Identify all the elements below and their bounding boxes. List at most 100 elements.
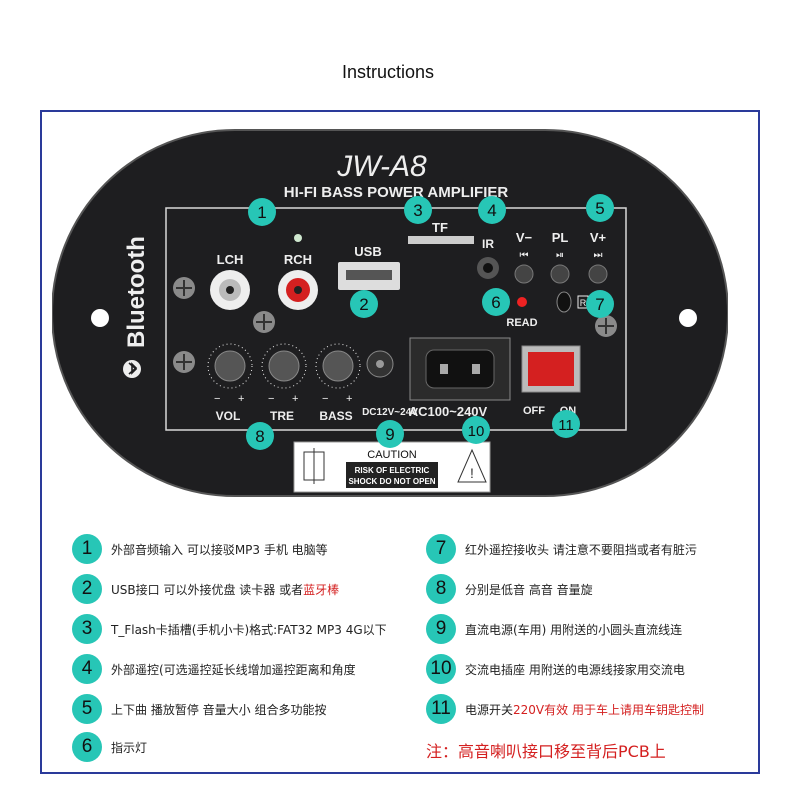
pl-button xyxy=(550,264,570,284)
svg-text:⏯: ⏯ xyxy=(556,250,564,261)
legend-text: 直流电源(车用) 用附送的小圆头直流线连 xyxy=(465,622,683,637)
legend-highlight: 蓝牙棒 xyxy=(303,582,340,597)
svg-text:4: 4 xyxy=(487,201,496,220)
legend-text: 交流电插座 用附送的电源线接家用交流电 xyxy=(465,662,685,677)
legend-number: 3 xyxy=(72,614,102,644)
legend-text: 指示灯 xyxy=(111,740,148,755)
tf-slot-icon xyxy=(408,236,474,244)
svg-text:!: ! xyxy=(470,465,474,481)
indicator-led-icon xyxy=(517,297,527,307)
legend-text: 电源开关 xyxy=(465,702,514,717)
legend-item: 6 指示灯 xyxy=(72,732,147,762)
marker-7: 7 xyxy=(586,290,614,318)
bass-knob-icon xyxy=(315,343,361,389)
legend-item: 4 外部遥控(可选遥控延长线增加遥控距离和角度 xyxy=(72,654,356,684)
legend-number: 4 xyxy=(72,654,102,684)
tre-label: TRE xyxy=(270,409,294,423)
svg-text:11: 11 xyxy=(558,417,574,434)
legend-item: 10 交流电插座 用附送的电源线接家用交流电 xyxy=(426,654,685,684)
svg-text:2: 2 xyxy=(359,295,368,314)
svg-text:8: 8 xyxy=(255,427,264,446)
exclamation-warning-icon xyxy=(457,448,487,483)
bass-label: BASS xyxy=(319,409,352,423)
screw-icon xyxy=(173,277,195,299)
legend-number: 5 xyxy=(72,694,102,724)
legend-number: 1 xyxy=(72,534,102,564)
vplus-label: V+ xyxy=(590,230,607,245)
ir-receiver-icon xyxy=(556,291,572,313)
ac-label: AC100~240V xyxy=(409,404,488,419)
legend-number: 11 xyxy=(426,694,456,724)
legend-item: 11 电源开关 220V有效 用于车上请用车钥匙控制 xyxy=(426,694,704,724)
warning-line-2: SHOCK DO NOT OPEN xyxy=(348,477,435,486)
model-label: JW-A8 xyxy=(336,150,427,183)
screw-icon xyxy=(173,351,195,373)
page-title: Instructions xyxy=(341,62,435,82)
marker-1: 1 xyxy=(248,198,276,226)
svg-text:+: + xyxy=(346,393,352,405)
vol-label: VOL xyxy=(216,409,241,423)
legend-item: 3 T_Flash卡插槽(手机小卡)格式:FAT32 MP3 4G以下 xyxy=(72,614,387,644)
mount-hole-icon xyxy=(679,309,697,327)
rch-label: RCH xyxy=(284,252,312,267)
legend-text: 外部遥控(可选遥控延长线增加遥控距离和角度 xyxy=(111,662,356,677)
read-label: READ xyxy=(506,317,537,329)
warning-line-1: RISK OF ELECTRIC xyxy=(355,466,430,475)
vol-knob-icon xyxy=(207,343,253,389)
svg-text:6: 6 xyxy=(491,293,500,312)
vminus-button xyxy=(514,264,534,284)
svg-text:⏮: ⏮ xyxy=(520,250,529,261)
mount-hole-icon xyxy=(91,309,109,327)
amplifier-board-image: JW-A8 HI-FI BASS POWER AMPLIFIER Bluetoo… xyxy=(52,129,728,497)
status-led-icon xyxy=(294,234,302,242)
legend-item: 7 红外遥控接收头 请注意不要阻挡或者有脏污 xyxy=(426,534,697,564)
shock-warning-icon xyxy=(303,448,325,484)
legend-number: 7 xyxy=(426,534,456,564)
legend-item: 1 外部音频输入 可以接驳MP3 手机 电脑等 xyxy=(72,534,328,564)
legend-item: 9 直流电源(车用) 用附送的小圆头直流线连 xyxy=(426,614,682,644)
vplus-button xyxy=(588,264,608,284)
legend-text: T_Flash卡插槽(手机小卡)格式:FAT32 MP3 4G以下 xyxy=(111,622,387,637)
pl-label: PL xyxy=(552,230,569,245)
marker-5: 5 xyxy=(586,194,614,222)
caution-label: CAUTION xyxy=(367,449,417,461)
legend-number: 10 xyxy=(426,654,456,684)
svg-text:+: + xyxy=(238,393,244,405)
vminus-label: V− xyxy=(516,230,533,245)
svg-text:10: 10 xyxy=(468,423,485,440)
subtitle-label: HI-FI BASS POWER AMPLIFIER xyxy=(284,184,509,201)
legend-number: 9 xyxy=(426,614,456,644)
svg-text:−: − xyxy=(322,393,328,405)
legend-item: 2 USB接口 可以外接优盘 读卡器 或者 蓝牙棒 xyxy=(72,574,339,604)
off-label: OFF xyxy=(523,405,545,417)
legend-item: 5 上下曲 播放暂停 音量大小 组合多功能按 xyxy=(72,694,326,724)
marker-2: 2 xyxy=(350,290,378,318)
legend-highlight: 220V有效 用于车上请用车钥匙控制 xyxy=(513,702,704,717)
legend-number: 6 xyxy=(72,732,102,762)
legend-text: 上下曲 播放暂停 音量大小 组合多功能按 xyxy=(111,702,327,717)
marker-4: 4 xyxy=(478,196,506,224)
marker-9: 9 xyxy=(376,420,404,448)
svg-text:7: 7 xyxy=(595,295,604,314)
legend-text: 红外遥控接收头 请注意不要阻挡或者有脏污 xyxy=(465,542,697,557)
bluetooth-label: Bluetooth xyxy=(123,236,150,348)
legend-item: 8 分别是低音 高音 音量旋 xyxy=(426,574,593,604)
screw-icon xyxy=(595,315,617,337)
content-frame xyxy=(40,110,760,774)
svg-text:3: 3 xyxy=(413,201,422,220)
svg-text:9: 9 xyxy=(385,425,394,444)
svg-text:−: − xyxy=(268,393,274,405)
dc-label: DC12V~24V xyxy=(362,407,418,418)
board-plate xyxy=(52,129,728,497)
legend-number: 2 xyxy=(72,574,102,604)
legend-text: 分别是低音 高音 音量旋 xyxy=(465,582,593,597)
ir-label: IR xyxy=(482,237,494,251)
legend-number: 8 xyxy=(426,574,456,604)
legend-text: 外部音频输入 可以接驳MP3 手机 电脑等 xyxy=(111,542,328,557)
lch-label: LCH xyxy=(217,252,244,267)
marker-8: 8 xyxy=(246,422,274,450)
svg-text:+: + xyxy=(292,393,298,405)
svg-text:−: − xyxy=(214,393,220,405)
usb-label: USB xyxy=(354,244,381,259)
svg-text:5: 5 xyxy=(595,199,604,218)
